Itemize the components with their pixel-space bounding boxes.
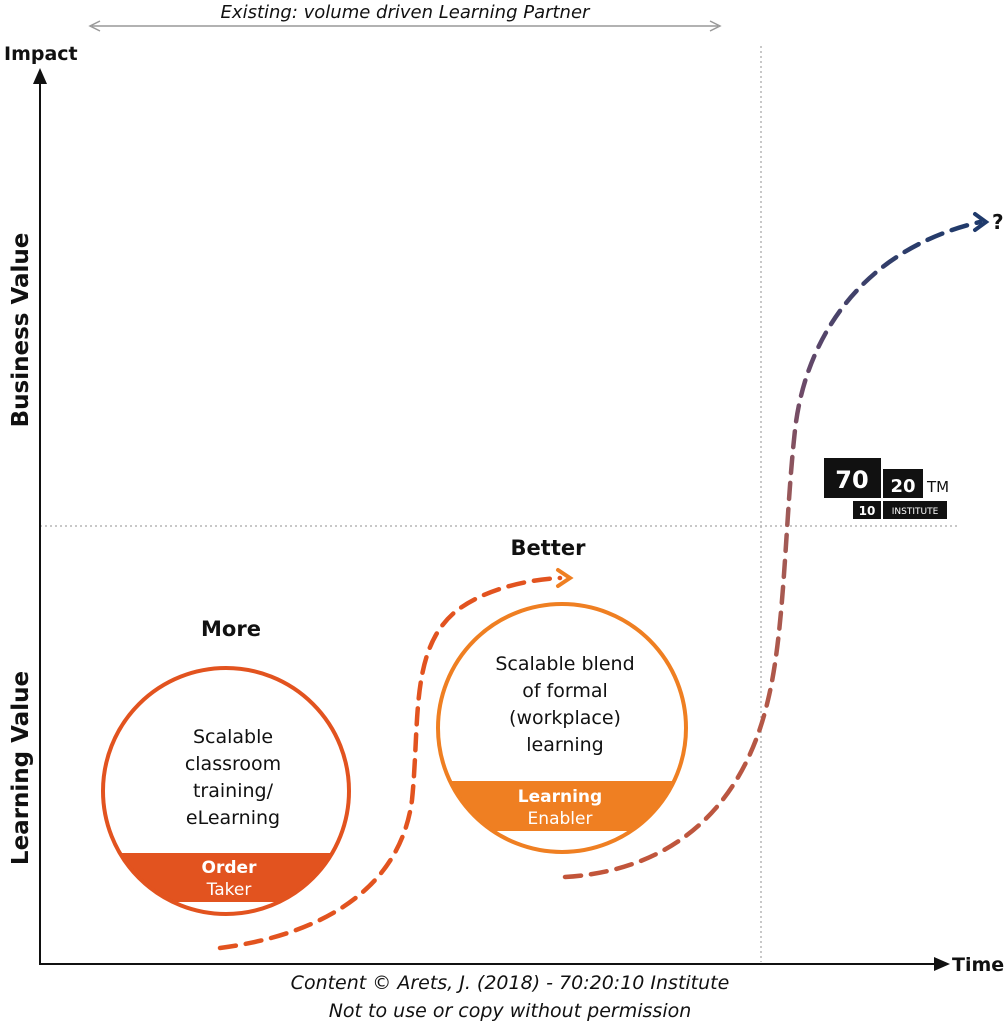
logo-institute: INSTITUTE [892,507,939,517]
order-taker-body-line-3: training/ [193,780,274,802]
business-value-label: Business Value [8,233,34,428]
logo-tm: TM [926,478,949,496]
learning-enabler-circle [436,602,688,854]
learning-enabler-body-line-4: learning [526,734,604,756]
x-axis-label: Time [952,954,1004,976]
y-axis [33,68,47,965]
s-curve-dashed-arrow [562,219,983,880]
footer-copyright: Content © Arets, J. (2018) - 70:20:10 In… [291,972,730,994]
logo-seventy: 70 [835,466,868,494]
logo-twenty: 20 [890,476,915,497]
order-taker-body-line-2: classroom [185,753,281,775]
order-taker-body-line-4: eLearning [186,807,280,829]
y-axis-label: Impact [4,43,78,65]
enabler-arrowhead [556,568,574,588]
learning-enabler-role-line-1: Learning [518,787,602,807]
order-taker-body-line-1: Scalable [193,726,273,748]
learning-value-label: Learning Value [8,671,34,865]
order-taker-role-line-1: Order [202,858,258,878]
learning-enabler-body-line-1: Scalable blend [495,653,634,675]
learning-enabler-body-line-3: (workplace) [509,707,621,729]
footer-notice: Not to use or copy without permission [329,1000,692,1022]
stage-better-heading: Better [511,536,587,560]
order-taker-role-line-2: Taker [206,880,252,900]
header-range-label: Existing: volume driven Learning Partner [221,2,591,23]
learning-enabler-body-line-2: of formal [522,680,608,702]
future-question-mark: ? [992,210,1004,234]
stage-more-heading: More [201,617,261,641]
x-axis [40,957,950,971]
s-curve-arrowhead [973,212,990,232]
learning-enabler-role-line-2: Enabler [528,809,593,829]
header-range-arrow [88,20,722,32]
seventy-twenty-ten-logo: 70 20 10 INSTITUTE TM [824,458,949,519]
order-to-enabler-dashed-arrow [217,575,563,951]
logo-ten: 10 [859,504,876,518]
